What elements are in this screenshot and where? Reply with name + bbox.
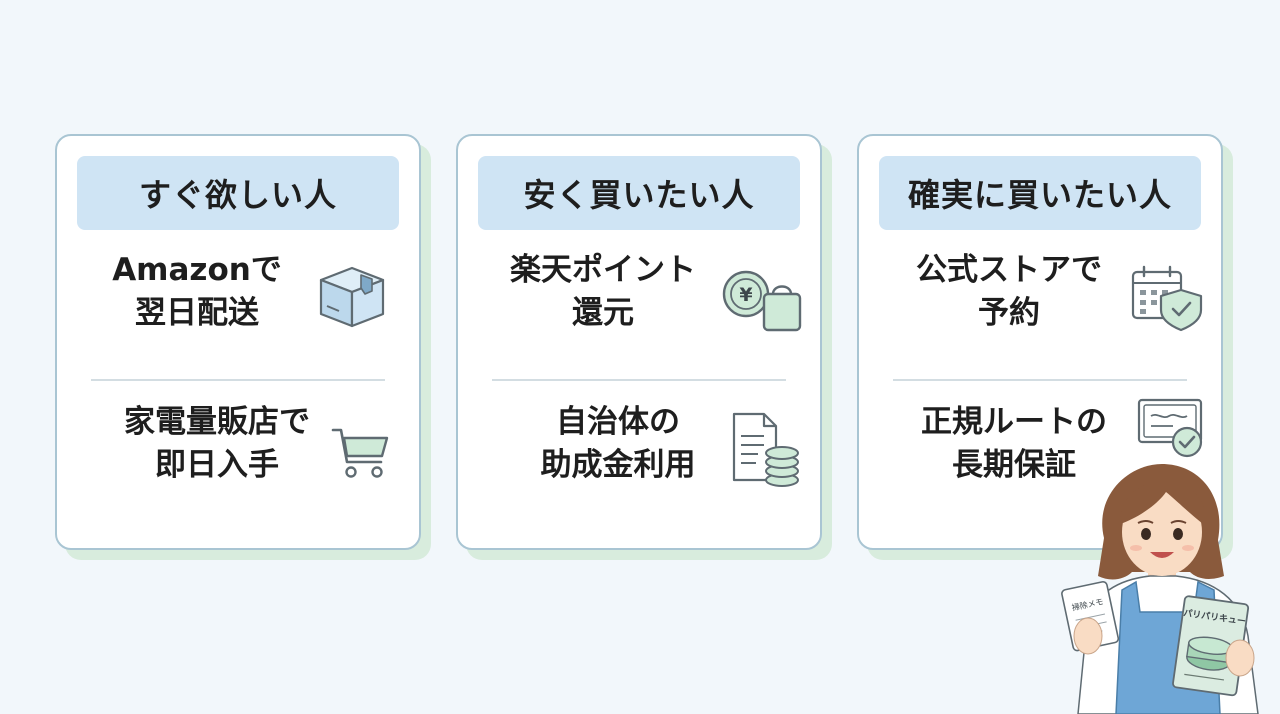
shop-assistant-illustration: 掃除メモ パリパリキュー (1061, 464, 1259, 714)
document-coins-icon (732, 412, 799, 487)
option-label-line2: 予約 (978, 295, 1040, 331)
option-label-line2: 翌日配送 (135, 295, 259, 331)
svg-text:¥: ¥ (739, 284, 752, 306)
yen-coin-shopping-bag-icon: ¥ (722, 270, 802, 332)
option-label-line1: 自治体の (556, 404, 680, 441)
option-label-line1: 公式ストアで (916, 252, 1102, 289)
option-label-line2: 助成金利用 (540, 447, 696, 483)
option-official-route-warranty: 正規ルートの 長期保証 (859, 384, 1221, 504)
option-label-line1: 楽天ポイント (510, 252, 696, 289)
certificate-check-icon (1137, 398, 1203, 458)
option-municipal-subsidy: 自治体の 助成金利用 (458, 384, 820, 504)
card-title: 安く買いたい人 (478, 156, 800, 230)
option-label-line1: Amazonで (112, 252, 282, 289)
option-label-line2: 即日入手 (155, 447, 279, 483)
option-label-line1: 正規ルートの (921, 404, 1107, 441)
option-label-line1: 家電量販店で (124, 404, 310, 441)
option-official-store-reservation: 公式ストアで 予約 (859, 232, 1221, 352)
card-want-cheap: 安く買いたい人 楽天ポイント 還元 ¥ 自治体の 助成金利用 (456, 134, 822, 550)
option-electronics-store-same-day: 家電量販店で 即日入手 (57, 384, 419, 504)
divider (492, 379, 786, 381)
card-title: 確実に買いたい人 (879, 156, 1201, 230)
divider (91, 379, 385, 381)
divider (893, 379, 1187, 381)
package-box-icon (319, 266, 385, 328)
option-label-line2: 長期保証 (952, 447, 1076, 483)
card-want-reliable: 確実に買いたい人 公式ストアで 予約 正規ルートの (857, 134, 1223, 550)
card-want-now: すぐ欲しい人 Amazonで 翌日配送 家電量販店で 即日入手 (55, 134, 421, 550)
card-title: すぐ欲しい人 (77, 156, 399, 230)
option-rakuten-points: 楽天ポイント 還元 ¥ (458, 232, 820, 352)
option-label-line2: 還元 (572, 295, 634, 331)
calendar-shield-icon (1131, 265, 1203, 332)
shopping-cart-icon (331, 428, 389, 478)
option-amazon-next-day: Amazonで 翌日配送 (57, 232, 419, 352)
